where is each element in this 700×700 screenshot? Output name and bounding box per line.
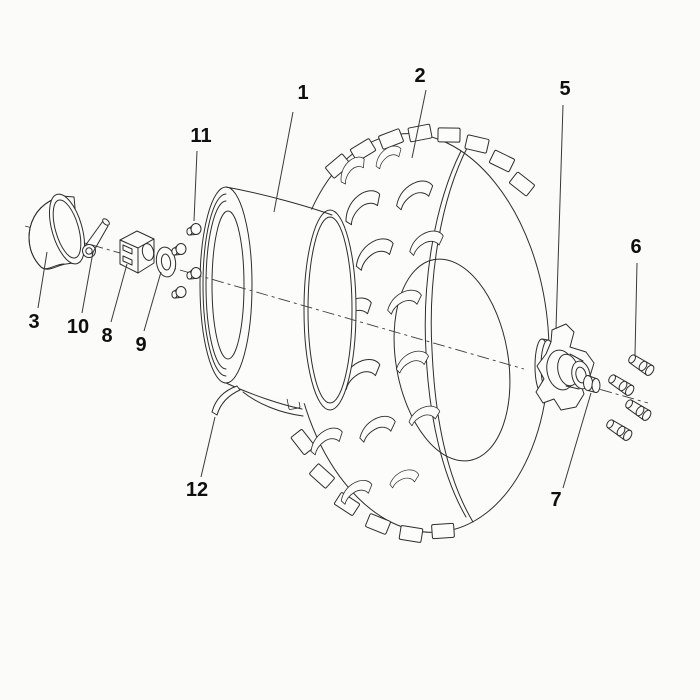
rim-clip bbox=[211, 385, 241, 416]
rim-left-lip-ring2 bbox=[202, 193, 227, 377]
washer-outer bbox=[155, 246, 177, 278]
castle-nut-hole bbox=[141, 243, 155, 261]
part-8-label: 8 bbox=[101, 325, 112, 347]
dust-cap bbox=[28, 193, 86, 270]
castle-nut-side-face bbox=[137, 238, 155, 274]
center-axis-overlay bbox=[189, 272, 525, 370]
part-1-leader-line bbox=[273, 111, 294, 213]
washer-hole bbox=[160, 253, 172, 271]
tire-shoulder-line-inner bbox=[424, 150, 467, 518]
castle-nut bbox=[119, 230, 155, 274]
part-7-label: 7 bbox=[550, 489, 561, 511]
part-1-label: 1 bbox=[297, 82, 308, 104]
stud-set bbox=[171, 223, 202, 299]
part-10-label: 10 bbox=[67, 316, 89, 338]
axle-cap bbox=[583, 375, 601, 393]
tire-shoulder-line bbox=[430, 145, 474, 523]
cotter-pin bbox=[82, 218, 110, 258]
axle-cap-face bbox=[591, 378, 601, 393]
part-11-leader-line bbox=[193, 150, 198, 222]
part-11-label: 11 bbox=[190, 125, 211, 147]
dust-cap-opening bbox=[48, 193, 86, 265]
part-8-leader-line bbox=[110, 263, 128, 323]
wheel-rim bbox=[199, 186, 357, 417]
part-10-leader-line bbox=[81, 251, 94, 314]
part-6-label: 6 bbox=[630, 236, 641, 258]
part-2-leader-line bbox=[411, 89, 427, 159]
part-9-leader-line bbox=[143, 271, 162, 332]
rim-left-lip-ring3 bbox=[205, 200, 227, 370]
part-12-leader-line bbox=[200, 416, 216, 478]
part-7-leader-line bbox=[562, 392, 592, 489]
dust-cap-lip bbox=[52, 199, 82, 259]
hub-bolt-set bbox=[604, 352, 657, 443]
rim-right-lip-outer bbox=[303, 209, 357, 411]
rim-barrel-bottom bbox=[225, 382, 303, 410]
rim-bottom-flange bbox=[242, 391, 304, 417]
part-5-leader-line bbox=[555, 104, 564, 330]
part-9-label: 9 bbox=[135, 334, 146, 356]
washer bbox=[155, 246, 177, 278]
part-3-label: 3 bbox=[28, 311, 39, 333]
part-3-leader-line bbox=[37, 251, 48, 309]
wheel-hub bbox=[534, 323, 595, 411]
tire bbox=[278, 123, 550, 544]
rim-left-opening bbox=[211, 210, 245, 360]
part-5-label: 5 bbox=[559, 78, 570, 100]
part-12-label: 12 bbox=[186, 479, 208, 501]
part-2-label: 2 bbox=[414, 65, 425, 87]
rim-right-lip-inner bbox=[307, 216, 353, 404]
part-6-leader-line bbox=[634, 262, 638, 356]
